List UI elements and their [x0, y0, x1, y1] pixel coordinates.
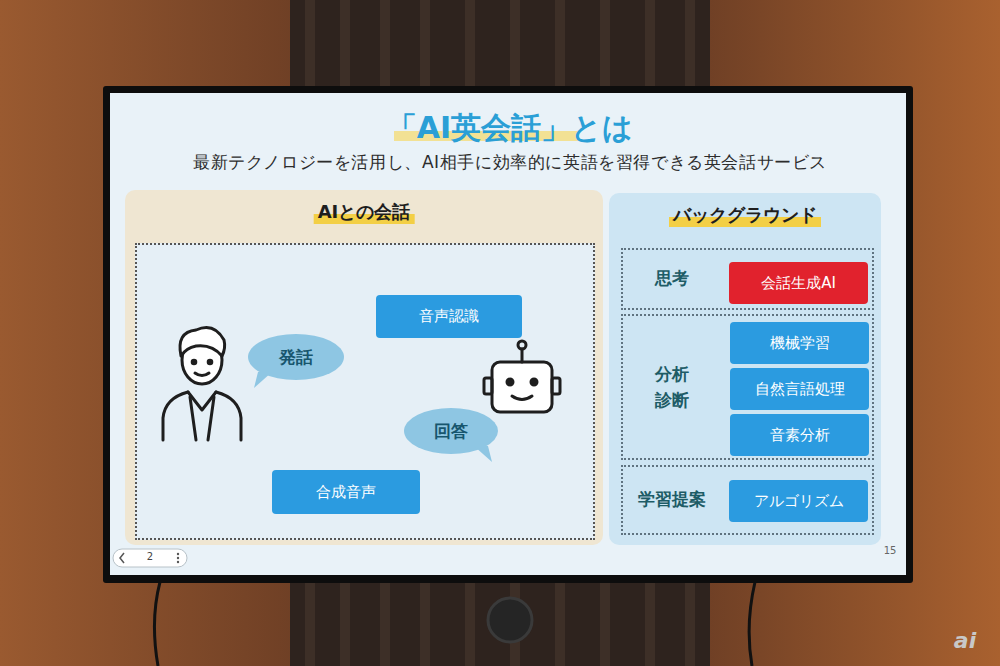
slide-controls — [113, 549, 187, 567]
menu-dot — [177, 553, 179, 555]
slide-index: 2 — [140, 551, 160, 562]
bubble-text: 発話 — [279, 346, 313, 369]
box-text: 機械学習 — [770, 334, 830, 353]
process-box: 合成音声 — [272, 470, 420, 514]
process-box: 音素分析 — [730, 414, 869, 456]
panel: バックグラウンド思考 会話生成AI 分析 診断 機械学習自然言語処理音素分析学習提案 ア… — [609, 193, 881, 545]
cable — [749, 582, 755, 666]
prev-symbol — [120, 553, 124, 563]
panel: AIとの会話音声認識発話回答合成音声 — [125, 190, 603, 545]
process-box: アルゴリズム — [729, 480, 868, 522]
tv-bezel — [103, 86, 913, 583]
category-label: 思考 — [637, 266, 707, 292]
box-text: 自然言語処理 — [755, 380, 845, 399]
box-text: 会話生成AI — [761, 274, 836, 293]
category-row: 学習提案 アルゴリズム — [621, 465, 874, 535]
category-label: 学習提案 — [629, 487, 715, 513]
process-box: 会話生成AI — [729, 262, 868, 304]
bubble-tail-shape — [474, 446, 492, 462]
menu-dot — [177, 561, 179, 563]
process-box: 機械学習 — [730, 322, 869, 364]
watermark: ai — [940, 628, 990, 653]
bubble-tail — [472, 446, 492, 462]
box-text: アルゴリズム — [754, 492, 844, 511]
panel-heading: AIとの会話 — [314, 200, 415, 224]
bubble-text: 回答 — [434, 420, 468, 443]
process-box: 自然言語処理 — [730, 368, 869, 410]
speech-bubble: 回答 — [404, 408, 498, 454]
stand-mount — [488, 598, 532, 642]
category-label: 分析 診断 — [652, 362, 692, 413]
category-row: 分析 診断 機械学習自然言語処理音素分析 — [621, 314, 874, 460]
page-number: 15 — [878, 545, 902, 556]
slide-screen — [110, 93, 906, 575]
subtitle: 最新テクノロジーを活用し、AI相手に効率的に英語を習得できる英会話サービス — [140, 151, 880, 174]
menu-dot — [177, 557, 179, 559]
box-text: 合成音声 — [316, 483, 376, 502]
box-text: 音素分析 — [770, 426, 830, 445]
cable — [154, 582, 160, 666]
speech-bubble: 発話 — [248, 334, 344, 380]
slide-title: 「AI英会話」とは — [260, 108, 760, 149]
bubble-tail — [254, 372, 274, 388]
box-text: 音声認識 — [419, 307, 479, 326]
bubble-tail-shape — [254, 372, 272, 388]
category-row: 思考 会話生成AI — [621, 248, 874, 310]
process-box: 音声認識 — [376, 295, 522, 338]
panel-heading: バックグラウンド — [669, 203, 821, 227]
